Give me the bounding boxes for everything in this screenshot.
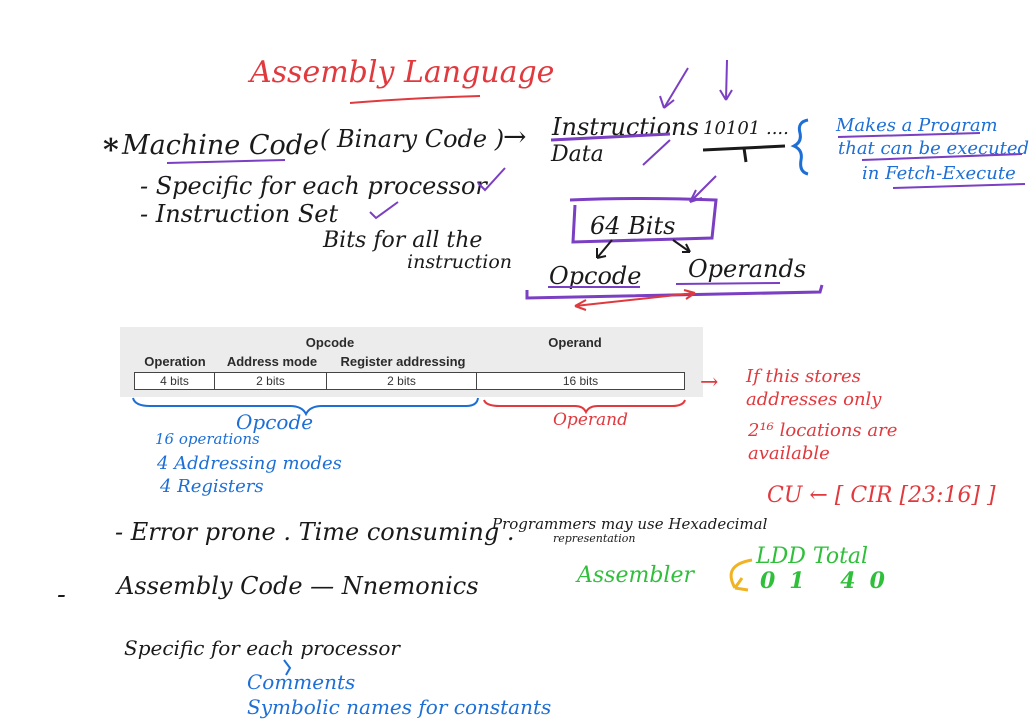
- address-note-line1: If this stores: [746, 366, 861, 387]
- cell-address-bits: 2 bits: [215, 373, 327, 389]
- operand-note: Operand: [553, 410, 628, 430]
- cell-operation-bits: 4 bits: [135, 373, 215, 389]
- cell-operand-bits: 16 bits: [562, 374, 599, 388]
- symbolic-names-note: Symbolic names for constants: [247, 695, 552, 719]
- ldd-top: LDD Total: [756, 544, 869, 569]
- arrow-to-instructions-ink: [663, 67, 689, 109]
- table-col-operation: Operation: [144, 354, 206, 369]
- address-note-line4: available: [748, 443, 830, 464]
- arrow-to-binary-ink: [725, 59, 728, 101]
- opcode-note-registers: 4 Registers: [160, 476, 264, 497]
- table-group-opcode: Opcode: [305, 335, 355, 350]
- table-col-register: Register addressing: [340, 354, 466, 369]
- assembly-code-line: Assembly Code — Nnemonics: [117, 572, 479, 600]
- program-note-line3: in Fetch-Execute: [862, 163, 1016, 184]
- point-instruction-set: - Instruction Set: [140, 200, 339, 228]
- opcode-note-addressing: 4 Addressing modes: [157, 453, 342, 474]
- opcode-note-operations: 16 operations: [155, 430, 260, 448]
- bits-note-line1: Bits for all the: [323, 228, 483, 253]
- arrow-to-64bits: [689, 175, 717, 203]
- address-note-line2: addresses only: [746, 389, 882, 410]
- page-title: Assembly Language: [250, 55, 555, 90]
- error-prone-line: - Error prone . Time consuming .: [115, 518, 515, 546]
- blue-brace: [790, 118, 809, 176]
- instruction-format-table: Opcode Operand Operation Address mode Re…: [120, 327, 703, 397]
- address-note-line3: 2¹⁶ locations are: [748, 420, 898, 441]
- data-label: Data: [551, 142, 604, 167]
- bits-note-line2: instruction: [407, 251, 513, 273]
- programmers-note-line2: representation: [553, 532, 636, 545]
- opcode-label: Opcode: [549, 262, 642, 290]
- assembler-label: Assembler: [577, 563, 695, 588]
- check-instruction: [369, 201, 399, 220]
- table-col-address-mode: Address mode: [226, 354, 318, 369]
- assembly-dash: -: [57, 580, 66, 610]
- table-row: 4 bits 2 bits 2 bits 16 bits: [134, 372, 685, 390]
- machine-code-label: Machine Code: [122, 130, 320, 161]
- table-group-operand: Operand: [548, 335, 602, 350]
- ldd-curve-arrow: [729, 558, 753, 589]
- address-note-arrow: →: [700, 370, 719, 395]
- check-data: [642, 139, 671, 166]
- specific-line-2: Specific for each processor: [124, 636, 400, 660]
- program-note-line2: that can be executed: [838, 138, 1030, 159]
- star-bullet: *: [103, 133, 119, 168]
- program-note-line1: Makes a Program: [836, 115, 998, 136]
- programmers-note-line1: Programmers may use Hexadecimal: [492, 515, 768, 533]
- red-double-arrow: [574, 292, 696, 307]
- binary-brace: [702, 144, 786, 163]
- instructions-label: Instructions: [552, 113, 699, 141]
- operands-label: Operands: [688, 255, 807, 283]
- binary-code-note: ( Binary Code ): [320, 125, 505, 153]
- arrow-to-instructions: →: [503, 120, 527, 153]
- ldd-bottom: 01 40: [760, 568, 899, 594]
- cu-note: CU ← [ CIR [23:16] ]: [767, 483, 996, 508]
- cell-register-bits: 2 bits: [327, 373, 477, 389]
- comments-note: Comments: [247, 670, 356, 694]
- binary-sample: 10101 ....: [703, 118, 789, 139]
- bits-64-label: 64 Bits: [590, 212, 676, 240]
- point-specific: - Specific for each processor: [140, 172, 487, 200]
- title-underline: [349, 95, 481, 104]
